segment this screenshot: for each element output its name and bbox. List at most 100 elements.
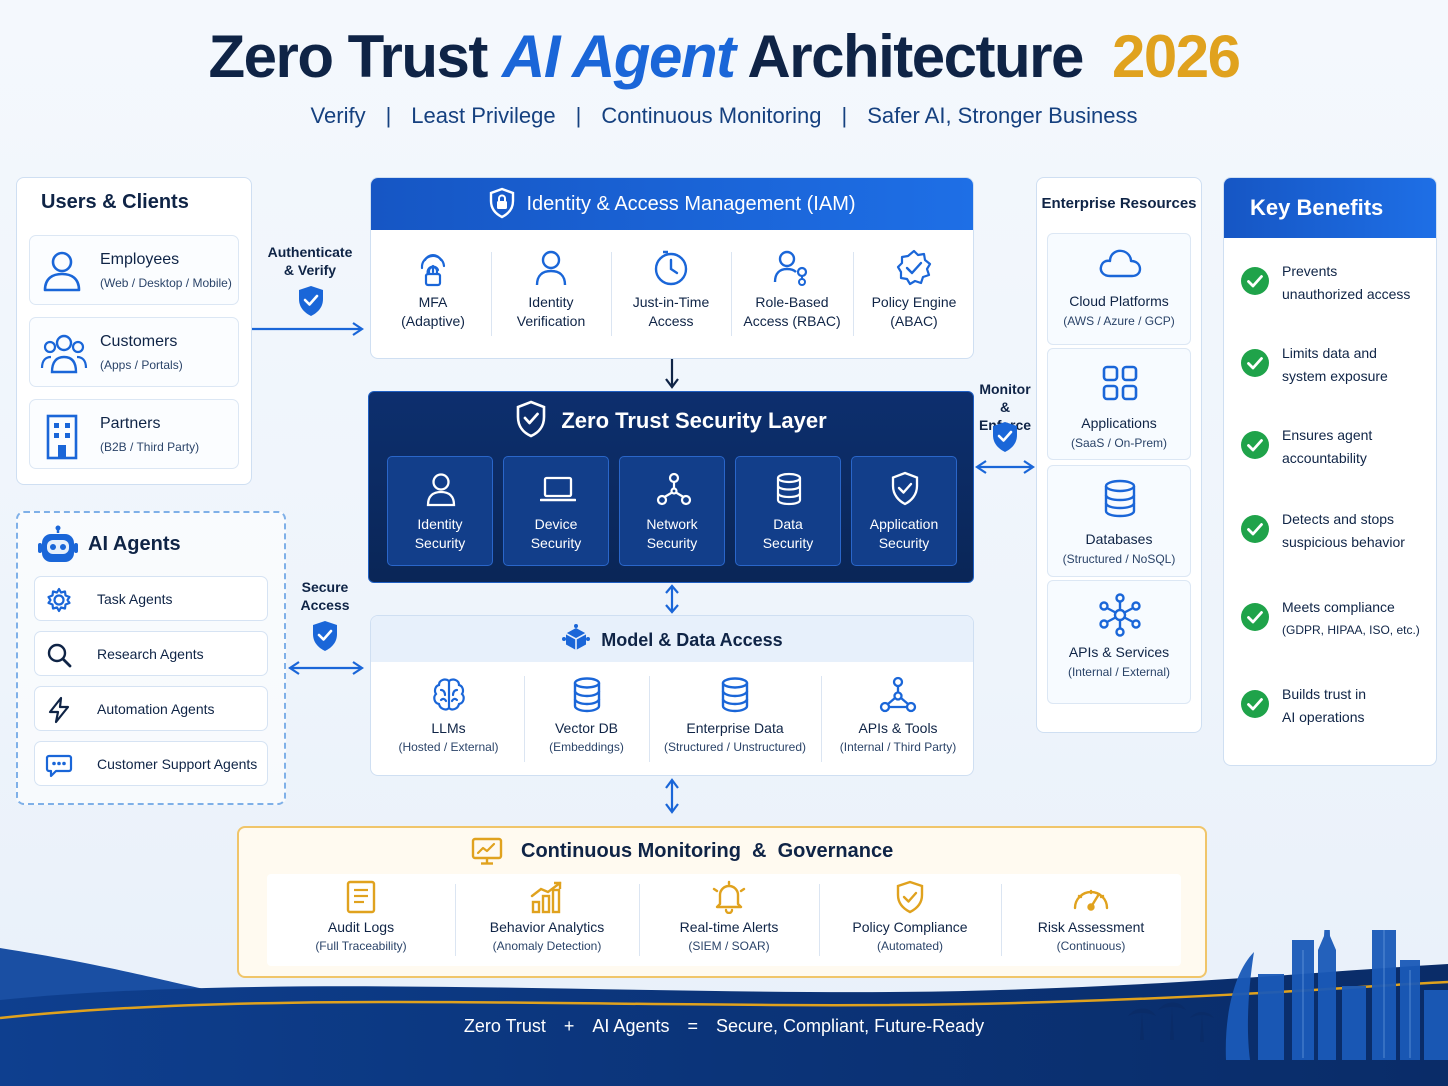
monitoring-item-line2: (SIEM / SOAR) [688, 939, 770, 953]
enterprise-item-cloud[interactable]: Cloud Platforms (AWS / Azure / GCP) [1047, 233, 1191, 345]
divider [491, 252, 492, 336]
mda-item-apis-tools[interactable]: APIs & Tools (Internal / Third Party) [821, 676, 973, 756]
users-group-icon [40, 330, 88, 376]
mda-item-line2: (Hosted / External) [398, 740, 499, 754]
monitoring-title: Continuous Monitoring & Governance [521, 840, 894, 862]
title-zero-trust: Zero Trust [208, 23, 488, 90]
monitoring-item-line1: Real-time Alerts [679, 919, 779, 935]
secure-access-label: Secure Access [288, 578, 362, 614]
subtitle-item: Least Privilege [411, 103, 556, 128]
benefit-line2: (GDPR, HIPAA, ISO, etc.) [1282, 623, 1420, 637]
robot-icon [36, 525, 80, 565]
benefit-text: Meets compliance(GDPR, HIPAA, ISO, etc.) [1282, 596, 1434, 642]
subtitle-separator: | [575, 103, 582, 128]
zt-item-line1: Application [869, 516, 939, 532]
zt-item-line2: Security [878, 535, 930, 551]
monitoring-items-row: Audit Logs (Full Traceability) Behavior … [267, 874, 1181, 966]
arrow-vertical-bidirectional [663, 778, 681, 814]
iam-item-policy-engine[interactable]: Policy Engine (ABAC) [853, 248, 973, 331]
bottom-tagline: Zero Trust+AI Agents=Secure, Compliant, … [0, 1016, 1448, 1037]
iam-item-line1: Role-Based [755, 294, 829, 310]
subtitle-separator: | [841, 103, 848, 128]
bell-icon [711, 880, 747, 914]
iam-item-line2: (ABAC) [890, 313, 938, 329]
zt-item-line2: Security [414, 535, 466, 551]
mda-item-llms[interactable]: LLMs (Hosted / External) [371, 676, 526, 756]
gauge-icon [1071, 880, 1111, 914]
monitoring-item-realtime-alerts[interactable]: Real-time Alerts (SIEM / SOAR) [639, 874, 819, 955]
brain-icon [430, 676, 468, 714]
divider [649, 676, 650, 762]
zt-item-line2: Security [646, 535, 698, 551]
divider [821, 676, 822, 762]
title-year: 2026 [1112, 23, 1241, 90]
network-icon [1098, 593, 1142, 637]
lightning-icon [45, 696, 73, 724]
cube-network-icon [561, 624, 591, 654]
iam-item-rbac[interactable]: Role-Based Access (RBAC) [731, 248, 853, 331]
user-item-employees[interactable]: Employees (Web / Desktop / Mobile) [29, 235, 239, 305]
network-icon [879, 676, 917, 714]
monitoring-item-audit-logs[interactable]: Audit Logs (Full Traceability) [267, 874, 455, 955]
zt-item-line1: Identity [417, 516, 463, 532]
enterprise-item-databases[interactable]: Databases (Structured / NoSQL) [1047, 465, 1191, 577]
cloud-icon [1098, 246, 1142, 282]
agent-item-support[interactable]: Customer Support Agents [34, 741, 268, 786]
check-circle-icon [1240, 689, 1270, 719]
enterprise-item-name: Databases [1085, 531, 1153, 547]
monitoring-item-behavior-analytics[interactable]: Behavior Analytics (Anomaly Detection) [455, 874, 639, 955]
enterprise-resources-title: Enterprise Resources [1041, 195, 1197, 212]
iam-item-identity-verification[interactable]: Identity Verification [491, 248, 611, 331]
user-icon [424, 471, 458, 507]
user-item-partners[interactable]: Partners (B2B / Third Party) [29, 399, 239, 469]
tagline-equals: = [687, 1016, 698, 1036]
enterprise-item-applications[interactable]: Applications (SaaS / On-Prem) [1047, 348, 1191, 460]
benefit-line2: system exposure [1282, 368, 1388, 384]
arrow-down-connector [663, 359, 681, 389]
connector-label-line: & Verify [283, 262, 337, 278]
mda-item-line1: Enterprise Data [686, 720, 784, 736]
iam-item-line1: Just-in-Time [632, 294, 710, 310]
user-item-customers[interactable]: Customers (Apps / Portals) [29, 317, 239, 387]
monitoring-item-line2: (Anomaly Detection) [492, 939, 602, 953]
monitoring-item-line2: (Continuous) [1056, 939, 1126, 953]
search-icon [45, 641, 73, 669]
zt-item-line1: Network [646, 516, 698, 532]
monitoring-item-risk-assessment[interactable]: Risk Assessment (Continuous) [1001, 874, 1181, 955]
enterprise-item-apis-services[interactable]: APIs & Services (Internal / External) [1047, 580, 1191, 704]
iam-item-mfa[interactable]: MFA (Adaptive) [371, 248, 495, 331]
connector-label-line: Access [300, 597, 350, 613]
agent-item-automation[interactable]: Automation Agents [34, 686, 268, 731]
iam-item-jit-access[interactable]: Just-in-Time Access [611, 248, 731, 331]
apps-grid-icon [1098, 361, 1142, 405]
chat-icon [45, 751, 73, 779]
mda-item-enterprise-data[interactable]: Enterprise Data (Structured / Unstructur… [649, 676, 821, 756]
mda-item-vector-db[interactable]: Vector DB (Embeddings) [524, 676, 649, 756]
divider [731, 252, 732, 336]
arrow-bidirectional-connector [975, 458, 1035, 476]
connector-label-line: Authenticate [267, 244, 353, 260]
agent-item-research[interactable]: Research Agents [34, 631, 268, 676]
enterprise-resources-panel: Enterprise Resources Cloud Platforms (AW… [1036, 177, 1202, 733]
zt-item-line2: Security [762, 535, 814, 551]
user-roles-icon [772, 248, 812, 288]
mda-item-line2: (Internal / Third Party) [839, 740, 957, 754]
database-icon [570, 676, 604, 714]
benefit-line2: AI operations [1282, 709, 1365, 725]
monitoring-item-line1: Audit Logs [327, 919, 395, 935]
agent-item-task[interactable]: Task Agents [34, 576, 268, 621]
monitoring-item-line1: Policy Compliance [852, 919, 968, 935]
benefit-line1: Detects and stops [1282, 511, 1395, 527]
tagline-plus: + [563, 1016, 575, 1036]
shield-check-icon [515, 400, 547, 438]
mda-item-line2: (Embeddings) [549, 740, 624, 754]
check-circle-icon [1240, 348, 1270, 378]
agent-item-name: Customer Support Agents [97, 756, 258, 772]
monitoring-item-policy-compliance[interactable]: Policy Compliance (Automated) [819, 874, 1001, 955]
